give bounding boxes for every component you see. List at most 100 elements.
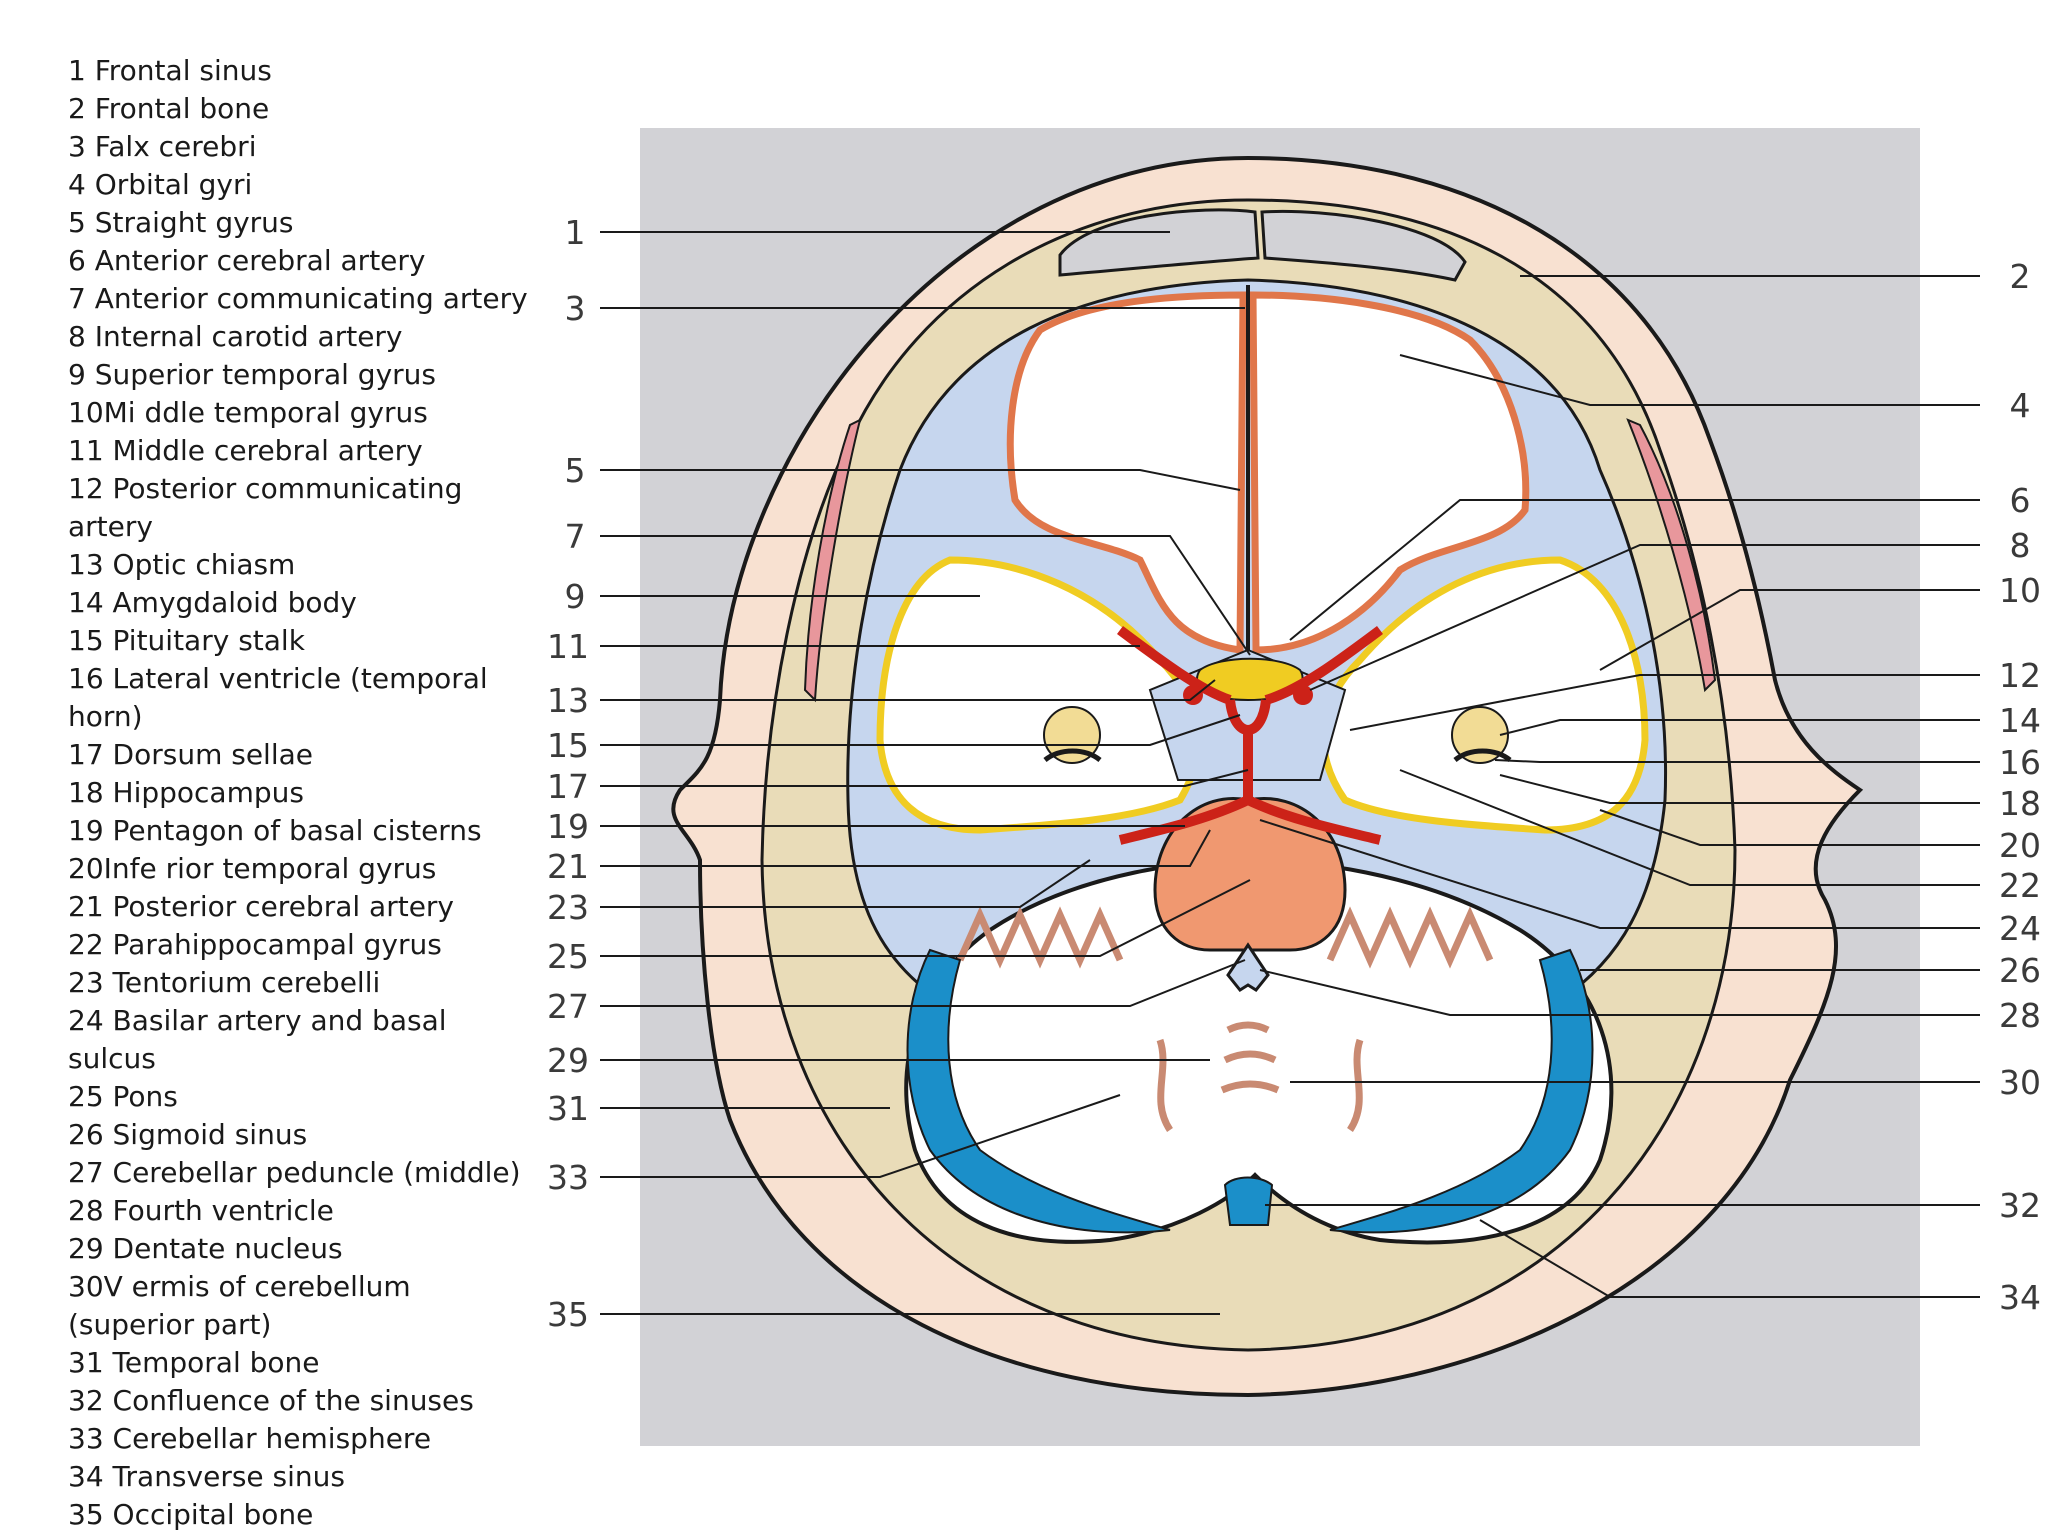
legend-item: 14 Amygdaloid body	[68, 586, 357, 619]
legend-item: 21 Posterior cerebral artery	[68, 890, 454, 923]
leader-24	[1259, 819, 1980, 929]
legend-item: 15 Pituitary stalk	[68, 624, 305, 657]
temporal-lobe-left	[876, 556, 1201, 834]
leader-20	[1599, 809, 1980, 846]
legend-item: 1 Frontal sinus	[68, 54, 272, 87]
internal-carotid-right	[1293, 685, 1313, 705]
amygdaloid-body-right	[1451, 706, 1509, 764]
frontal-sinus-left	[1058, 208, 1260, 277]
leader-25	[600, 879, 1251, 957]
legend-list: 1 Frontal sinus 2 Frontal bone 3 Falx cere…	[68, 52, 538, 1534]
callout-7: 7	[565, 517, 586, 556]
leader-4	[1399, 354, 1980, 406]
callout-26: 26	[1999, 951, 2041, 990]
legend-item: 30V ermis of cerebellum (superior part)	[68, 1270, 411, 1341]
legend-item: 12 Posterior communicating artery	[68, 472, 463, 543]
legend-item: 26 Sigmoid sinus	[68, 1118, 308, 1151]
callout-24: 24	[1999, 909, 2041, 948]
callout-32: 32	[1999, 1186, 2041, 1225]
frontal-lobe-left	[1006, 291, 1247, 655]
legend-item: 29 Dentate nucleus	[68, 1232, 343, 1265]
legend-item: 23 Tentorium cerebelli	[68, 966, 381, 999]
callout-2: 2	[2010, 257, 2031, 296]
leader-16	[1494, 759, 1980, 763]
legend-item: 9 Superior temporal gyrus	[68, 358, 436, 391]
callout-30: 30	[1999, 1063, 2041, 1102]
leader-13	[600, 679, 1216, 701]
leader-22	[1399, 769, 1980, 886]
legend-item: 17 Dorsum sellae	[68, 738, 313, 771]
legend-item: 31 Temporal bone	[68, 1346, 320, 1379]
leader-27	[600, 959, 1246, 1007]
leader-7	[600, 535, 1251, 656]
temporal-muscle-left	[803, 418, 862, 703]
leader-23	[600, 859, 1091, 908]
leader-5	[600, 469, 1241, 491]
callouts-right: 2 4 6 8 10 12 14 16 18 20 22 24 26 28 30…	[1999, 257, 2041, 1317]
callout-9: 9	[565, 577, 586, 616]
legend-item: 2 Frontal bone	[68, 92, 270, 125]
fourth-ventricle	[1226, 942, 1270, 992]
legend-item: 20Infe rior temporal gyrus	[68, 852, 437, 885]
leader-14	[1499, 719, 1980, 736]
transverse-sinus-left	[906, 948, 1171, 1234]
legend-item: 22 Parahippocampal gyrus	[68, 928, 442, 961]
callouts-left: 1 3 5 7 9 11 13 15 17 19 21 23 25 27 29 …	[547, 213, 589, 1334]
legend-item: 10Mi ddle temporal gyrus	[68, 396, 428, 429]
callout-21: 21	[547, 847, 589, 886]
callout-34: 34	[1999, 1278, 2041, 1317]
legend-item: 24 Basilar artery and basal sulcus	[68, 1004, 447, 1075]
callout-14: 14	[1999, 701, 2041, 740]
leader-12	[1349, 674, 1980, 731]
callout-23: 23	[547, 888, 589, 927]
amygdaloid-body-left	[1043, 706, 1101, 764]
temporal-horn-left	[1043, 748, 1102, 763]
leader-8	[1309, 544, 1980, 691]
callout-8: 8	[2010, 526, 2031, 565]
leader-10	[1599, 589, 1980, 671]
confluence-of-sinuses	[1223, 1176, 1274, 1226]
legend-item: 27 Cerebellar peduncle (middle)	[68, 1156, 521, 1189]
callout-6: 6	[2010, 481, 2031, 520]
leader-6	[1289, 499, 1980, 641]
frontal-lobe-right	[1249, 291, 1530, 654]
legend-item: 32 Confluence of the sinuses	[68, 1384, 474, 1417]
cerebellar-folia	[956, 906, 1494, 1132]
leader-17	[600, 769, 1249, 787]
frontal-sinus-right	[1260, 209, 1467, 282]
callout-15: 15	[547, 726, 589, 765]
internal-carotid-left	[1183, 685, 1203, 705]
legend-item: 8 Internal carotid artery	[68, 320, 403, 353]
legend-item: 28 Fourth ventricle	[68, 1194, 334, 1227]
leader-lines	[600, 231, 1980, 1315]
temporal-horn-right	[1453, 748, 1512, 763]
legend-item: 11 Middle cerebral artery	[68, 434, 423, 467]
legend-item: 25 Pons	[68, 1080, 178, 1113]
legend-item: 16 Lateral ventricle (temporal horn)	[68, 662, 488, 733]
legend-item: 7 Anterior communicating artery	[68, 282, 528, 315]
callout-5: 5	[565, 451, 586, 490]
leader-33	[600, 1094, 1121, 1178]
legend-item: 35 Occipital bone	[68, 1498, 314, 1531]
callout-25: 25	[547, 937, 589, 976]
temporal-muscle-right	[1626, 418, 1717, 693]
callout-16: 16	[1999, 743, 2041, 782]
transverse-sinus-right	[1329, 948, 1594, 1234]
callout-31: 31	[547, 1089, 589, 1128]
callout-20: 20	[1999, 826, 2041, 865]
callout-13: 13	[547, 681, 589, 720]
callout-4: 4	[2010, 386, 2031, 425]
callout-22: 22	[1999, 866, 2041, 905]
leader-34	[1479, 1219, 1980, 1298]
callout-28: 28	[1999, 996, 2041, 1035]
legend-item: 4 Orbital gyri	[68, 168, 253, 201]
leader-18	[1499, 774, 1980, 804]
legend-item: 3 Falx cerebri	[68, 130, 257, 163]
leader-15	[600, 714, 1241, 746]
callout-18: 18	[1999, 784, 2041, 823]
leader-28	[1259, 969, 1980, 1016]
callout-19: 19	[547, 807, 589, 846]
callout-35: 35	[547, 1295, 589, 1334]
callout-10: 10	[1999, 571, 2041, 610]
